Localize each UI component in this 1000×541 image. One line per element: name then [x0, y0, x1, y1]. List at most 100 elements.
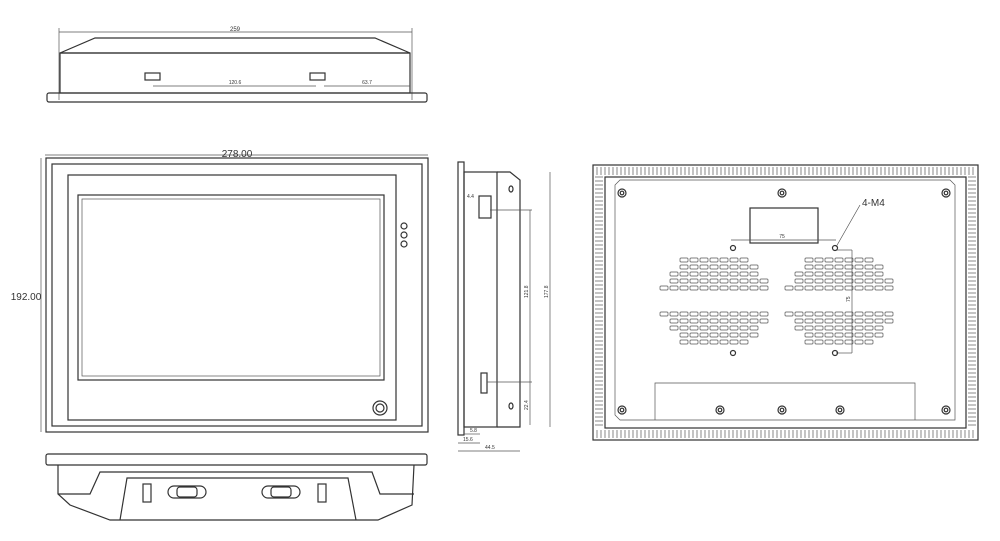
vent-slot [739, 285, 749, 291]
vent-slot [689, 311, 699, 317]
vent-slot [699, 271, 709, 277]
vent-slot [834, 311, 844, 317]
vent-slot [729, 318, 739, 324]
vent-slot [729, 325, 739, 331]
screw-icon [715, 405, 725, 415]
side-view: 121.8 177.8 22.4 4.4 5.8 15.6 44.5 [457, 161, 551, 452]
vent-slot [739, 278, 749, 284]
vent-slot [669, 278, 679, 284]
vent-slot [709, 339, 719, 345]
vent-slot [834, 318, 844, 324]
vent-slot [739, 325, 749, 331]
vent-slot [729, 271, 739, 277]
vent-slot [834, 325, 844, 331]
vent-slot [854, 285, 864, 291]
vent-slot [814, 332, 824, 338]
usb-port-icon [317, 483, 327, 503]
serial-port-icon [167, 485, 207, 499]
vent-slot [699, 311, 709, 317]
vent-slot [794, 311, 804, 317]
vent-slot [854, 278, 864, 284]
vent-slot [699, 318, 709, 324]
vent-slot [719, 318, 729, 324]
vent-slot [729, 339, 739, 345]
vent-slot [749, 271, 759, 277]
vent-slot [834, 339, 844, 345]
vent-slot [719, 257, 729, 263]
vent-slot [749, 325, 759, 331]
vent-slot [854, 332, 864, 338]
vent-slot [874, 264, 884, 270]
vent-slot [864, 271, 874, 277]
vent-slot [669, 311, 679, 317]
vent-slot [689, 332, 699, 338]
vent-slot [844, 271, 854, 277]
vent-slot [689, 278, 699, 284]
vent-slot [844, 339, 854, 345]
vent-slot [874, 311, 884, 317]
usb-port-icon [142, 483, 152, 503]
vesa-hole [729, 244, 737, 252]
vent-slot [729, 332, 739, 338]
vent-slot [824, 285, 834, 291]
vent-slot [854, 325, 864, 331]
vent-slot [709, 332, 719, 338]
vent-slot [699, 339, 709, 345]
vent-slot [824, 325, 834, 331]
vent-slot [814, 271, 824, 277]
vent-slot [844, 285, 854, 291]
vent-slot [864, 318, 874, 324]
vent-slot [874, 271, 884, 277]
vent-slot [719, 332, 729, 338]
vent-slot [689, 339, 699, 345]
vent-slot [739, 318, 749, 324]
vent-slot [854, 271, 864, 277]
vent-slot [834, 332, 844, 338]
vent-slot [884, 285, 894, 291]
vent-slot [864, 325, 874, 331]
vent-slot [854, 257, 864, 263]
vent-slot [854, 311, 864, 317]
dim-label: 15.6 [463, 437, 473, 443]
vent-slot [759, 285, 769, 291]
dim-label: 75 [846, 296, 852, 302]
vent-slot [804, 339, 814, 345]
indicator-led [400, 222, 408, 230]
vent-slot [669, 318, 679, 324]
vesa-hole [831, 244, 839, 252]
vent-slot [874, 285, 884, 291]
vent-slot [679, 325, 689, 331]
vent-slot [719, 339, 729, 345]
vent-slot [814, 318, 824, 324]
indicator-led [400, 231, 408, 239]
vent-slot [824, 278, 834, 284]
vent-slot [719, 311, 729, 317]
vent-slot [679, 264, 689, 270]
screw-icon [777, 405, 787, 415]
vesa-hole [729, 349, 737, 357]
dim-label: 5.8 [470, 428, 477, 434]
vent-slot [824, 311, 834, 317]
vent-slot [729, 311, 739, 317]
vent-slot [679, 271, 689, 277]
vent-slot [729, 264, 739, 270]
vent-slot [669, 325, 679, 331]
vent-slot [729, 257, 739, 263]
vent-slot [749, 285, 759, 291]
vent-slot [804, 264, 814, 270]
display-screen [77, 194, 385, 381]
vent-slot [814, 325, 824, 331]
vent-slot [739, 311, 749, 317]
screw-icon [835, 405, 845, 415]
top-width-dim: 259 [230, 27, 241, 33]
dim-label: 4.4 [467, 194, 474, 200]
dim-label: 121.8 [524, 285, 530, 298]
vent-slot [814, 285, 824, 291]
vent-slot [749, 278, 759, 284]
vent-slot [804, 278, 814, 284]
bottom-view [45, 453, 428, 521]
vent-slot [709, 318, 719, 324]
vent-slot [784, 285, 794, 291]
vent-slot [699, 264, 709, 270]
vent-slot [884, 311, 894, 317]
